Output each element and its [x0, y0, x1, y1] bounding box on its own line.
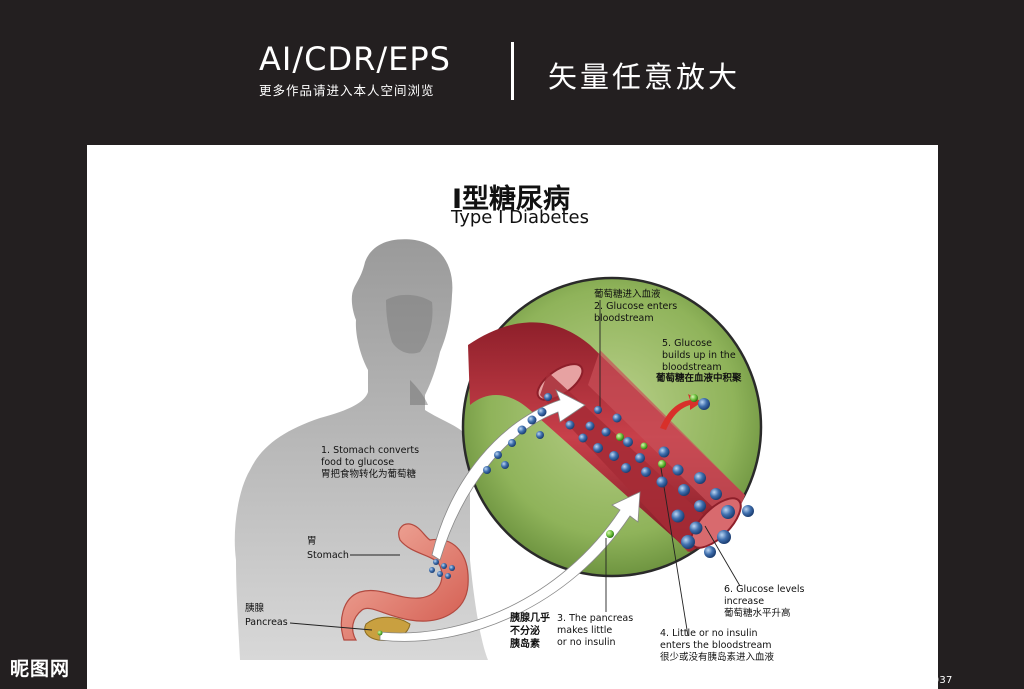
step5-en-line2: builds up in the	[662, 350, 736, 361]
banner-divider	[511, 42, 514, 100]
arrow-pancreas-to-blood	[379, 491, 641, 642]
step3-cn-label: 胰腺几乎 不分泌 胰岛素	[510, 612, 550, 651]
pancreas-en: Pancreas	[245, 617, 288, 628]
step3-cn-line2: 不分泌	[510, 626, 540, 637]
step2-en-line1: 2. Glucose enters	[594, 301, 678, 312]
step6-en-line1: 6. Glucose levels	[724, 584, 805, 595]
step6-en-line2: increase	[724, 596, 765, 607]
glucose-molecules	[429, 393, 754, 579]
step3-en-line2: makes little	[557, 625, 613, 636]
image-id-text: ID:31260128 NO:20200529094231484037	[800, 664, 953, 686]
step6-cn: 葡萄糖水平升高	[724, 608, 791, 619]
insulin-molecules	[377, 394, 698, 636]
step3-en-line3: or no insulin	[557, 637, 616, 648]
stomach-en: Stomach	[307, 550, 349, 561]
top-banner: AI/CDR/EPS 更多作品请进入本人空间浏览 矢量任意放大	[0, 0, 1024, 140]
step5-en-line1: 5. Glucose	[662, 338, 712, 349]
step6-label: 6. Glucose levels increase 葡萄糖水平升高	[724, 584, 805, 620]
banner-subtitle: 更多作品请进入本人空间浏览	[259, 83, 435, 98]
step4-label: 4. Little or no insulin enters the blood…	[660, 628, 774, 664]
step5-en-line3: bloodstream	[662, 362, 722, 373]
step2-cn: 葡萄糖进入血液	[594, 289, 661, 300]
step5-label: 5. Glucose builds up in the bloodstream	[662, 338, 736, 374]
step3-cn-line3: 胰岛素	[510, 639, 540, 650]
pancreas-cn: 胰腺	[245, 603, 265, 614]
banner-slogan: 矢量任意放大	[548, 60, 741, 94]
nipic-url: www.nipic.com	[90, 660, 203, 678]
diagram-title-cn: I型糖尿病	[452, 184, 571, 215]
arrow-stomach-to-blood	[431, 389, 586, 561]
step1-cn: 胃把食物转化为葡萄糖	[321, 469, 417, 480]
step2-label: 葡萄糖进入血液 2. Glucose enters bloodstream	[594, 289, 677, 325]
pancreas-label: 胰腺 Pancreas	[245, 603, 288, 629]
nipic-logo: 昵图网	[10, 658, 71, 680]
step3-cn-line1: 胰腺几乎	[510, 613, 550, 624]
step3-en-label: 3. The pancreas makes little or no insul…	[557, 613, 633, 649]
diagram-title-en: Type I Diabetes	[451, 207, 589, 228]
step4-en-line1: 4. Little or no insulin	[660, 628, 758, 639]
step1-en-line1: 1. Stomach converts	[321, 445, 420, 456]
format-text: AI/CDR/EPS	[259, 40, 451, 78]
step2-en-line2: bloodstream	[594, 313, 654, 324]
arrow-glucose-buildup	[660, 394, 702, 430]
stomach-label: 胃 Stomach	[307, 536, 349, 562]
step1-en-line2: food to glucose	[321, 457, 395, 468]
stomach-cn: 胃	[307, 536, 317, 547]
step3-en-line1: 3. The pancreas	[557, 613, 634, 624]
step4-cn: 很少或没有胰岛素进入血液	[660, 652, 775, 663]
step4-en-line2: enters the bloodstream	[660, 640, 772, 651]
step5-cn: 葡萄糖在血液中积聚	[656, 373, 742, 384]
step1-label: 1. Stomach converts food to glucose 胃把食物…	[321, 445, 419, 481]
pointer-lines	[289, 300, 741, 637]
